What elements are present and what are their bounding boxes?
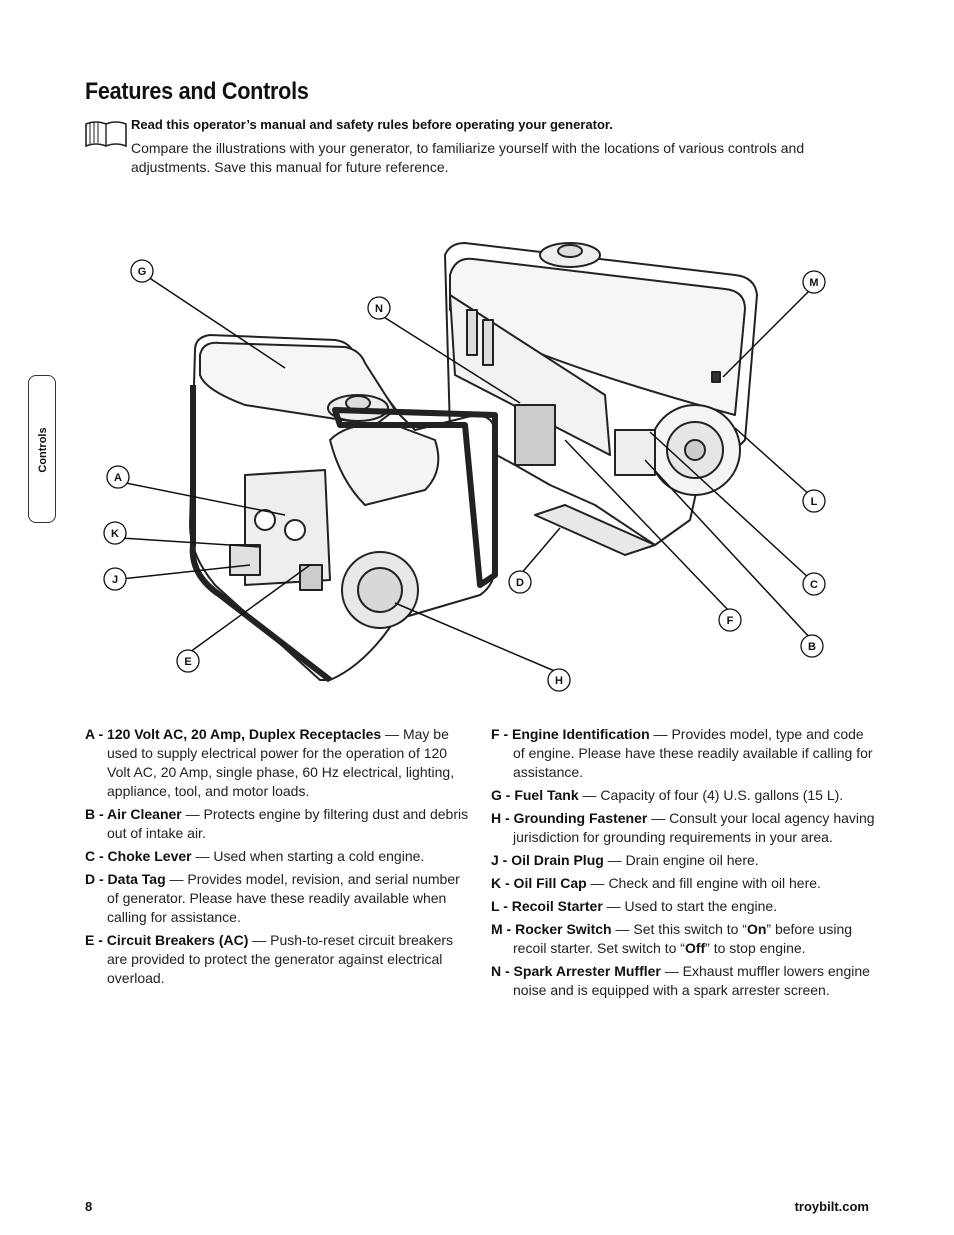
feature-item-n: N - Spark Arrester Muffler — Exhaust muf… [491, 963, 870, 998]
callout-K-marker [103, 521, 127, 545]
side-tab: Controls [28, 375, 56, 523]
callout-G-marker [130, 259, 154, 283]
callout-M-marker [802, 270, 826, 294]
footer-website: troybilt.com [794, 1199, 869, 1214]
feature-item-b: B - Air Cleaner — Protects engine by fil… [85, 806, 469, 841]
feature-item-h: H - Grounding Fastener — Consult your lo… [491, 810, 875, 845]
callout-L-marker [802, 489, 826, 513]
safety-notice: Read this operator’s manual and safety r… [131, 117, 613, 132]
page-number: 8 [85, 1199, 93, 1214]
feature-item-k: K - Oil Fill Cap — Check and fill engine… [491, 875, 821, 891]
callout-K: K [111, 528, 119, 540]
feature-item-f: F - Engine Identification — Provides mod… [491, 726, 873, 780]
front-generator-drawing [189, 334, 498, 683]
callout-leader-lines [120, 276, 812, 673]
callout-C-marker [802, 572, 826, 596]
feature-item-g: G - Fuel Tank — Capacity of four (4) U.S… [491, 787, 844, 803]
callout-E: E [184, 656, 191, 668]
page-title: Features and Controls [85, 78, 309, 105]
feature-item-c: C - Choke Lever — Used when starting a c… [85, 848, 425, 864]
callout-B: B [808, 641, 816, 653]
callout-H: H [555, 675, 563, 687]
feature-item-l: L - Recoil Starter — Used to start the e… [491, 898, 778, 914]
intro-paragraph: Compare the illustrations with your gene… [131, 140, 805, 175]
callout-D: D [516, 577, 524, 589]
callout-N: N [375, 303, 383, 315]
feature-item-e: E - Circuit Breakers (AC) — Push-to-rese… [85, 932, 454, 986]
callout-D-marker [508, 570, 532, 594]
callout-N-marker [367, 296, 391, 320]
book-icon [85, 121, 127, 148]
feature-item-m: M - Rocker Switch — Set this switch to “… [491, 921, 853, 956]
feature-item-a: A - 120 Volt AC, 20 Amp, Duplex Receptac… [85, 726, 455, 799]
side-tab-label: Controls [37, 427, 49, 473]
callout-J-marker [103, 567, 127, 591]
generator-illustration: G N M A K J L D C F B E H [103, 242, 826, 692]
callout-M: M [809, 277, 818, 289]
callout-G: G [138, 266, 147, 278]
callout-J: J [112, 574, 118, 586]
features-right-column: F - Engine Identification — Provides mod… [491, 725, 876, 1004]
callout-B-marker [800, 634, 824, 658]
feature-item-j: J - Oil Drain Plug — Drain engine oil he… [491, 852, 759, 868]
callout-L: L [811, 496, 818, 508]
callout-F: F [727, 615, 734, 627]
feature-item-d: D - Data Tag — Provides model, revision,… [85, 871, 460, 925]
callout-E-marker [176, 649, 200, 673]
callout-A-marker [106, 465, 130, 489]
features-left-column: A - 120 Volt AC, 20 Amp, Duplex Receptac… [85, 725, 470, 992]
callout-C: C [810, 579, 818, 591]
callout-F-marker [718, 608, 742, 632]
rear-generator-drawing [444, 242, 758, 556]
callout-A: A [114, 472, 122, 484]
callout-H-marker [547, 668, 571, 692]
callout-bubbles [103, 259, 826, 692]
